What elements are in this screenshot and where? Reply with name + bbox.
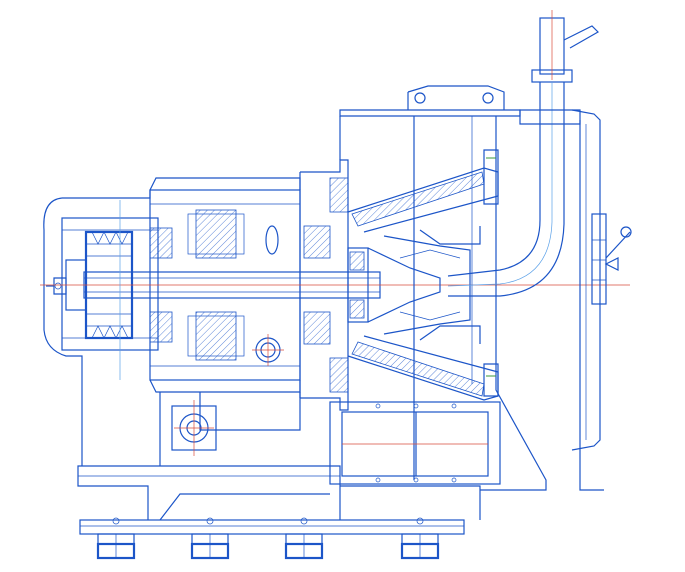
main-shaft [40, 271, 630, 299]
oil-window [265, 225, 279, 255]
front-cover [571, 109, 607, 491]
conical-basket [347, 149, 499, 401]
centerlines [119, 10, 553, 456]
distributor-cone [367, 226, 481, 344]
anchor-bolts [112, 517, 424, 525]
front-flange [329, 177, 369, 393]
gear-lower [187, 311, 245, 361]
mounting-foot-2 [190, 533, 230, 560]
mounting-foot-4 [400, 533, 440, 560]
gear-upper [187, 209, 245, 259]
mounting-foot-3 [284, 533, 324, 560]
base-rail [79, 519, 465, 535]
casing [339, 85, 547, 491]
inspection-port [252, 334, 284, 366]
mounting-foot-1 [96, 533, 136, 560]
discharge-chute [329, 401, 501, 485]
bearing-left [149, 227, 173, 343]
bearing-right [303, 225, 331, 345]
support-frame [77, 465, 481, 521]
door-handle-icon[interactable] [604, 226, 632, 271]
